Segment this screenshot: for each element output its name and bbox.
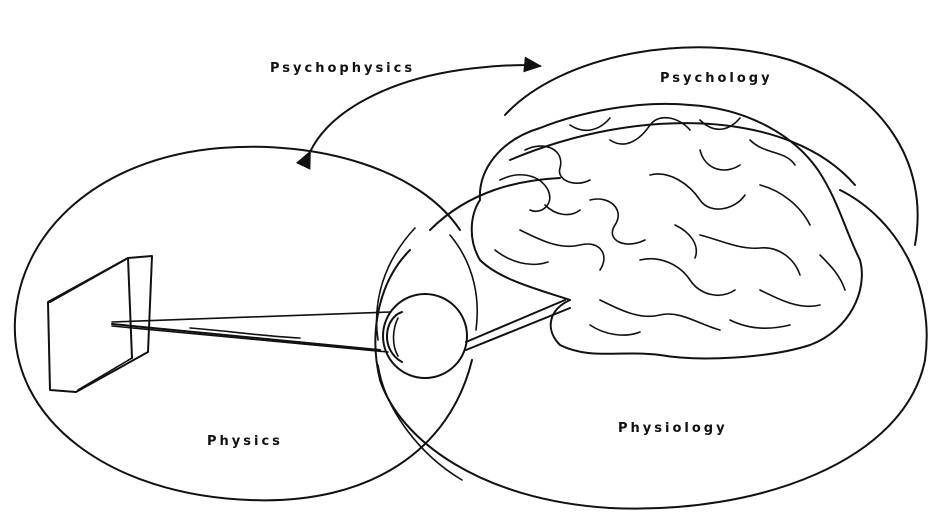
label-physiology: Physiology (618, 421, 728, 436)
inner-arc-bottom (378, 365, 462, 480)
brain-illustration (472, 104, 862, 359)
inner-arc-right (450, 235, 477, 330)
psychophysics-arrow (310, 65, 540, 152)
label-physics: Physics (207, 434, 283, 449)
label-psychology: Psychology (660, 71, 773, 86)
label-psychophysics: Psychophysics (270, 61, 415, 76)
stimulus-block (48, 256, 152, 392)
light-rays (112, 312, 390, 352)
